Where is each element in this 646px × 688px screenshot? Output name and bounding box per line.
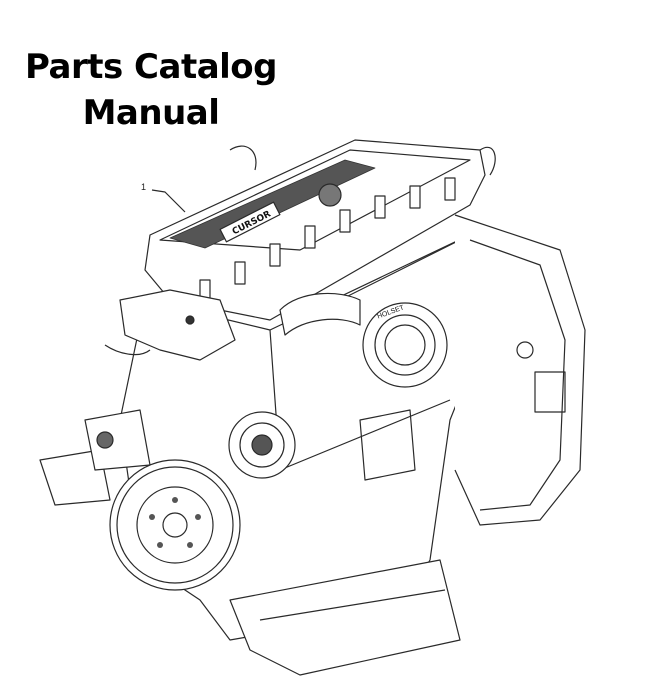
crankshaft-damper bbox=[109, 459, 241, 591]
flywheel-housing bbox=[454, 214, 586, 526]
callout-leader bbox=[151, 189, 186, 213]
thermostat-housing bbox=[119, 289, 236, 361]
injector-bosses bbox=[199, 177, 456, 303]
cursor-logo-plate bbox=[219, 201, 281, 243]
engine-mount-bracket bbox=[39, 449, 111, 506]
page-title: Parts Catalog Manual bbox=[20, 44, 282, 136]
intake-pipe bbox=[279, 292, 361, 336]
title-line-2: Manual bbox=[82, 93, 220, 133]
oil-pan bbox=[229, 559, 461, 676]
callout-number: 1 bbox=[141, 182, 147, 192]
oil-filler-cap bbox=[318, 183, 342, 207]
turbocharger bbox=[362, 302, 448, 388]
title-line-1: Parts Catalog bbox=[25, 47, 278, 87]
